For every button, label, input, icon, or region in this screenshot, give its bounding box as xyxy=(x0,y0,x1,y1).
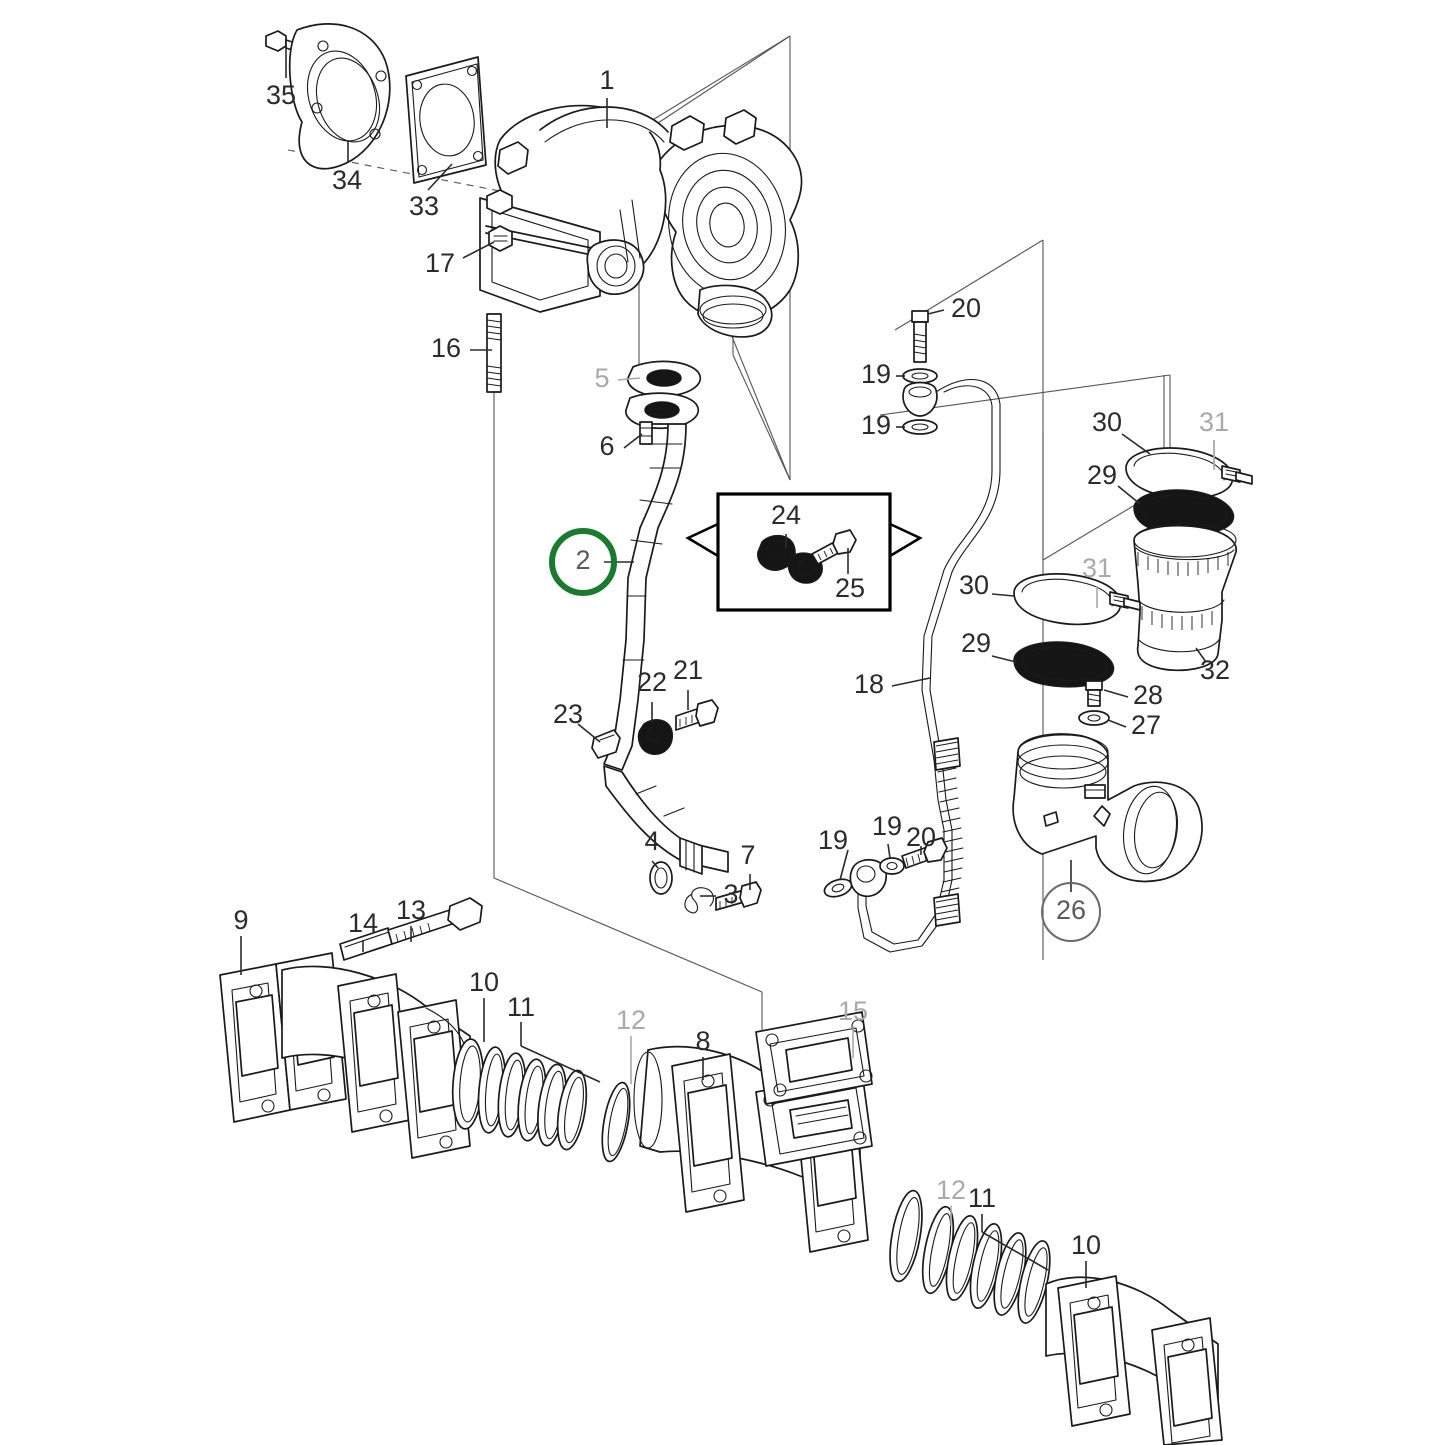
part-number-label-28: 28 xyxy=(1133,680,1163,710)
part-number-label-33: 33 xyxy=(409,191,439,221)
part-number-label-16: 16 xyxy=(431,333,461,363)
highlight-ring-part-2 xyxy=(549,528,617,596)
part-19-washer-top xyxy=(902,368,938,384)
callout-ring-26 xyxy=(1041,882,1101,942)
part-number-label-27: 27 xyxy=(1131,710,1161,740)
part-number-label-22: 22 xyxy=(637,667,667,697)
part-number-label-18: 18 xyxy=(854,669,884,699)
part-number-label-8: 8 xyxy=(695,1026,710,1056)
part-19-washer-bot1 xyxy=(823,878,853,898)
part-number-label-17: 17 xyxy=(425,248,455,278)
part-number-label-30: 30 xyxy=(1092,407,1122,437)
part-7-bolt xyxy=(715,881,762,911)
part-28-bolt xyxy=(1085,680,1103,707)
part-number-label-34: 34 xyxy=(332,165,362,195)
part-number-label-19: 19 xyxy=(861,410,891,440)
braided-hose-section xyxy=(937,757,964,903)
part-8-manifold-left xyxy=(281,965,471,1159)
part-10-11-12-rings-left xyxy=(451,1038,631,1163)
part-27-washer xyxy=(1078,710,1110,726)
part-1-turbocharger xyxy=(479,104,803,338)
part-8-manifold-center xyxy=(633,1045,873,1253)
part-number-label-19: 19 xyxy=(872,811,902,841)
part-26-elbow xyxy=(1012,733,1203,883)
part-20-banjo-bolt-bot xyxy=(901,837,948,869)
part-11-12-rings-right xyxy=(889,1189,1051,1324)
part-number-label-10: 10 xyxy=(1071,1230,1101,1260)
part-2-drain-pipe xyxy=(603,423,687,771)
part-number-label-5: 5 xyxy=(594,363,609,393)
part-number-label-13: 13 xyxy=(396,895,426,925)
part-number-label-31: 31 xyxy=(1199,407,1229,437)
part-number-label-25: 25 xyxy=(835,573,865,603)
part-number-label-12: 12 xyxy=(616,1005,646,1035)
part-number-label-9: 9 xyxy=(233,905,248,935)
part-number-label-20: 20 xyxy=(951,293,981,323)
part-number-label-2: 2 xyxy=(575,545,590,575)
part-18-oil-pipe xyxy=(857,378,1001,953)
part-number-label-11: 11 xyxy=(507,992,535,1022)
part-number-label-26: 26 xyxy=(1056,895,1086,925)
part-33-square-gasket xyxy=(405,56,487,184)
part-19-banjo-body-top xyxy=(902,381,938,417)
part-number-label-14: 14 xyxy=(348,908,378,938)
part-19-washer-bot2 xyxy=(879,857,905,875)
part-number-label-29: 29 xyxy=(961,628,991,658)
part-number-label-3: 3 xyxy=(723,879,738,909)
part-number-label-31: 31 xyxy=(1082,553,1112,583)
part-21-bolt xyxy=(675,699,719,731)
part-19-banjo-body-bot xyxy=(849,858,887,898)
part-30-clamp-upper xyxy=(1125,447,1241,500)
part-31-screw-lower xyxy=(1096,586,1141,611)
part-13-bolt xyxy=(387,897,483,945)
part-number-label-19: 19 xyxy=(861,359,891,389)
part-number-label-6: 6 xyxy=(599,431,614,461)
part-number-label-35: 35 xyxy=(266,80,296,110)
part-20-banjo-bolt-top xyxy=(911,310,929,363)
part-34-round-flange xyxy=(288,23,391,170)
part-6-clamp xyxy=(639,421,653,445)
part-3-clip xyxy=(684,887,714,914)
part-number-label-11: 11 xyxy=(968,1183,996,1213)
part-number-label-10: 10 xyxy=(469,967,499,997)
part-number-label-24: 24 xyxy=(771,500,801,530)
part-number-label-19: 19 xyxy=(818,825,848,855)
part-22-banjo xyxy=(637,719,673,755)
callout-box xyxy=(685,492,923,612)
part-23-plug xyxy=(577,723,621,759)
part-number-label-29: 29 xyxy=(1087,460,1117,490)
part-2-lower-hose xyxy=(603,765,729,895)
part-number-label-1: 1 xyxy=(599,65,614,95)
part-15-gasket xyxy=(755,1011,873,1105)
part-17-nut xyxy=(488,225,513,252)
part-number-label-21: 21 xyxy=(673,655,703,685)
part-number-label-32: 32 xyxy=(1200,655,1230,685)
part-number-label-20: 20 xyxy=(906,822,936,852)
part-number-label-7: 7 xyxy=(740,840,755,870)
part-number-label-4: 4 xyxy=(644,826,659,856)
part-29-oring-lower xyxy=(1013,641,1115,688)
part-number-label-15: 15 xyxy=(838,996,868,1026)
part-number-label-12: 12 xyxy=(936,1175,966,1205)
part-16-stud xyxy=(486,313,502,393)
part-number-label-30: 30 xyxy=(959,570,989,600)
part-5-gaskets xyxy=(625,360,701,430)
part-19-washer-top2 xyxy=(902,419,938,435)
part-10-manifold-right xyxy=(1045,1275,1223,1445)
part-25-bolt xyxy=(811,529,857,565)
part-number-label-23: 23 xyxy=(553,699,583,729)
part-32-bellows-hose xyxy=(1133,522,1237,672)
leader-lines xyxy=(240,48,1215,1288)
